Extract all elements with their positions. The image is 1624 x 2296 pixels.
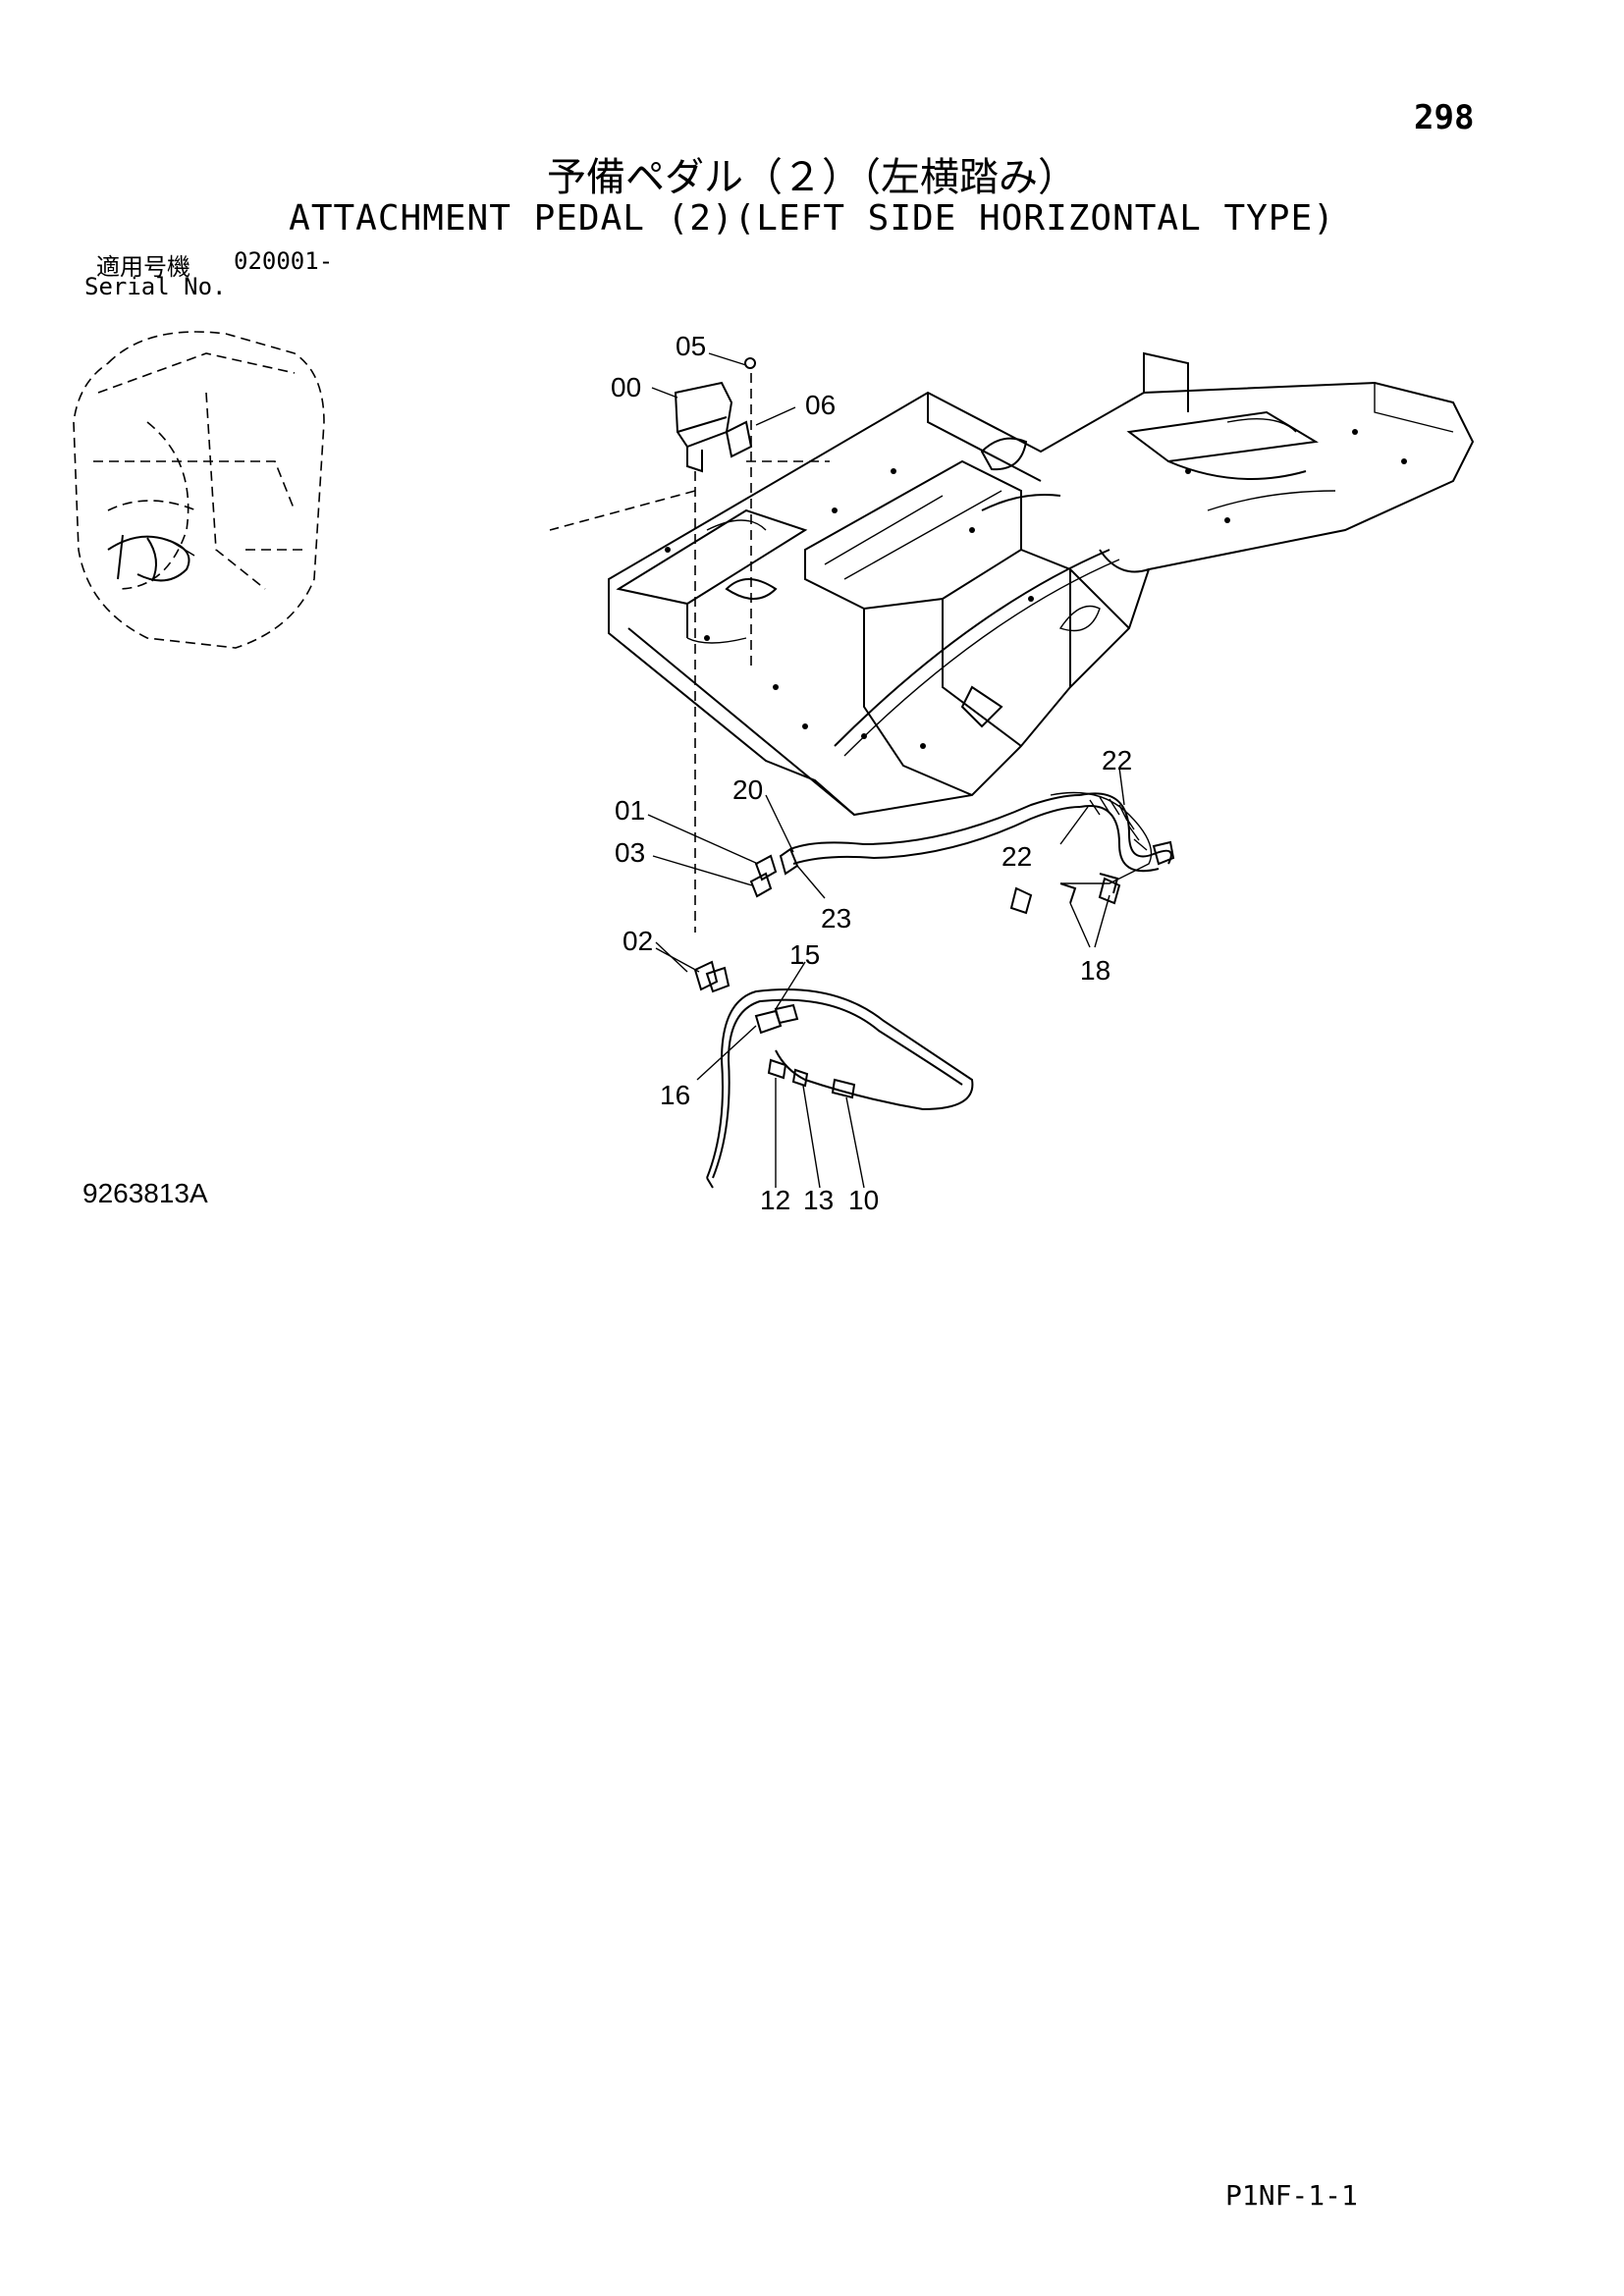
floor-frame [608,351,1475,817]
callout-05: 05 [676,331,706,361]
pedal-assembly [674,357,756,473]
callout-18: 18 [1080,955,1110,986]
callout-12: 12 [760,1185,790,1215]
callout-03: 03 [615,837,645,868]
pedal-fittings [693,854,778,993]
callout-22-lower: 22 [1001,841,1032,872]
serial-label-english: Serial No. [84,273,227,300]
footer-page-code: P1NF-1-1 [1225,2179,1358,2212]
callout-leaders [647,352,1125,1189]
callout-10: 10 [848,1185,879,1215]
callout-02: 02 [623,926,653,956]
serial-label-japanese: 適用号機 [96,253,190,281]
page-number: 298 [1414,98,1475,137]
callout-16: 16 [660,1080,690,1110]
callout-20: 20 [732,774,763,805]
page-title-english: ATTACHMENT PEDAL (2)(LEFT SIDE HORIZONTA… [289,198,1335,239]
lower-hose [706,988,974,1189]
callout-23: 23 [821,903,851,934]
callout-06: 06 [805,390,836,420]
page-title-japanese: 予備ペダル（２）（左横踏み） [547,155,1077,200]
callout-15: 15 [789,939,820,970]
serial-value: 020001- [234,247,334,275]
callout-13: 13 [803,1185,834,1215]
drawing-number: 9263813A [82,1178,208,1208]
cab-location-thumbnail [73,331,325,649]
callout-01: 01 [615,795,645,826]
callout-00: 00 [611,372,641,402]
hose-assembly [779,791,1175,915]
callout-22-upper: 22 [1102,745,1132,775]
assembly-guide-lines [549,373,830,933]
